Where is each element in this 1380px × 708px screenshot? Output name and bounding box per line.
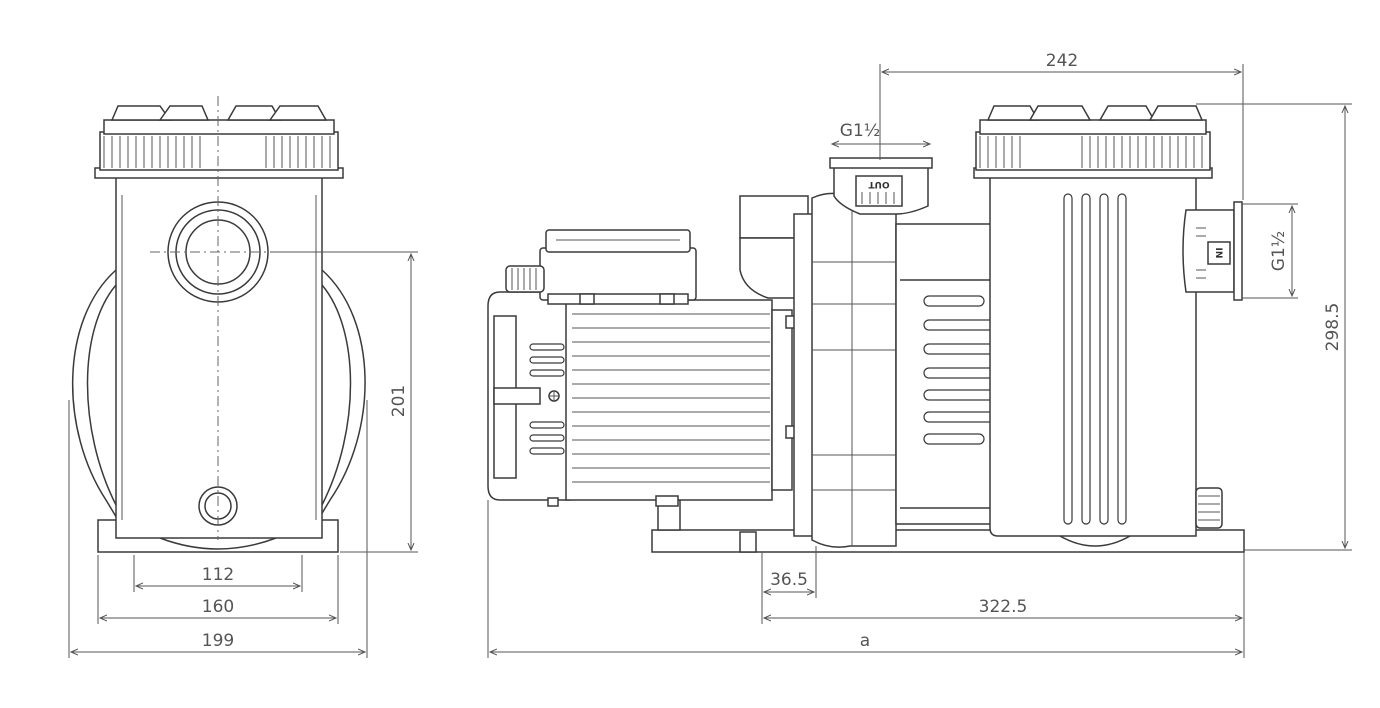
- volute-slot: [923, 411, 999, 423]
- outlet-label: OUT: [868, 179, 890, 189]
- dim-160: 160: [202, 597, 234, 617]
- front-dimensions: 112 160 199 201: [68, 251, 418, 658]
- dim-outlet-thread: G1½: [840, 121, 880, 141]
- front-right-handle: [317, 269, 366, 521]
- motor-body: [565, 299, 773, 501]
- vent-slot: [529, 434, 565, 442]
- strainer-rib: [1063, 193, 1073, 525]
- dim-298-5: 298.5: [1323, 303, 1343, 352]
- front-view: [71, 96, 366, 553]
- terminal-box: [539, 247, 697, 301]
- side-view: OUT IN: [487, 105, 1245, 553]
- vent-slot: [529, 369, 565, 377]
- dim-199: 199: [202, 631, 234, 651]
- rear-cap-latch: [493, 387, 541, 405]
- dim-112: 112: [202, 565, 234, 585]
- inlet-label: IN: [1213, 248, 1223, 259]
- dim-201: 201: [389, 385, 409, 417]
- strainer-housing: [989, 175, 1197, 537]
- volute-slot: [923, 433, 985, 445]
- inlet-label-plate: [1207, 241, 1231, 265]
- vent-slot: [529, 447, 565, 455]
- pump-flange: [811, 192, 897, 548]
- vent-slot: [529, 356, 565, 364]
- side-drain-plug: [1195, 487, 1223, 529]
- strainer-lid: [975, 131, 1211, 171]
- cable-gland: [505, 265, 545, 293]
- side-dimensions: 242 G1½ G1½ 298.5 36.5 322.5 a: [487, 51, 1352, 658]
- dim-36-5: 36.5: [770, 570, 808, 590]
- strainer-rib: [1081, 193, 1091, 525]
- vent-slot: [529, 343, 565, 351]
- volute-slot: [923, 295, 985, 307]
- dim-322-5: 322.5: [979, 597, 1028, 617]
- dim-a: a: [860, 631, 870, 651]
- dim-inlet-thread: G1½: [1269, 231, 1289, 271]
- volute-slot: [923, 319, 999, 331]
- dim-242: 242: [1046, 51, 1078, 71]
- strainer-rib: [1117, 193, 1127, 525]
- front-left-handle: [71, 269, 119, 521]
- vent-slot: [529, 421, 565, 429]
- strainer-rib: [1099, 193, 1109, 525]
